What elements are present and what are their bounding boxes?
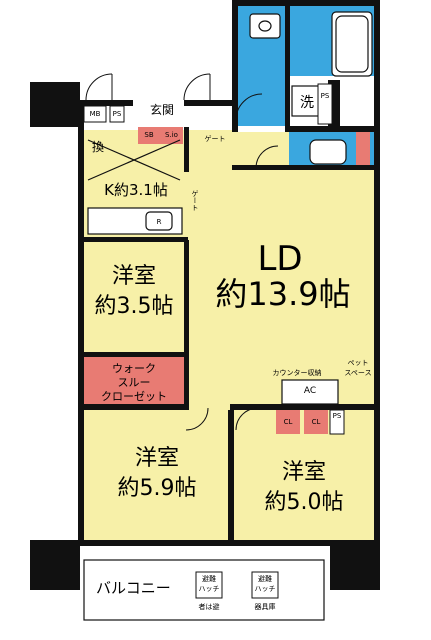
cl2-label: CL <box>311 418 321 426</box>
sb-label: SB <box>144 131 154 139</box>
closet-1 <box>276 410 300 434</box>
shoe-box <box>138 127 183 144</box>
western2-label: 洋室 <box>134 446 179 471</box>
wash-label: 洗 <box>300 95 314 111</box>
wic-line1: ウォーク <box>112 362 156 375</box>
ac-label: AC <box>303 386 317 396</box>
closet-2 <box>304 410 328 434</box>
gate1-label: ゲート <box>204 135 226 143</box>
western2-area: 約5.9帖 <box>117 476 197 501</box>
gate2-label: ゲート <box>191 190 199 211</box>
hatch-left-bottom: 者は避 <box>198 603 220 611</box>
western1-label: 洋室 <box>111 264 156 289</box>
western-room-1[interactable] <box>84 240 186 355</box>
western3-area: 約5.0帖 <box>264 490 344 515</box>
wic-line2: スルー <box>117 376 151 389</box>
ld-area: 約13.9帖 <box>215 275 351 313</box>
corridor <box>186 130 232 170</box>
pet-space-label: ペット スペース <box>344 359 372 377</box>
ps2-label: PS <box>332 412 342 420</box>
walk-through-closet[interactable] <box>84 357 184 408</box>
wic-line3: クローゼット <box>101 390 167 403</box>
sio-label: S.io <box>165 131 178 139</box>
western3-label: 洋室 <box>281 460 326 485</box>
western1-area: 約3.5帖 <box>94 294 174 319</box>
hatch-right-bottom: 器具庫 <box>254 603 276 611</box>
balcony-label: バルコニー <box>96 579 171 597</box>
r-label: R <box>156 218 162 226</box>
kitchen-vent-label: 換 <box>91 140 104 154</box>
cl1-label: CL <box>283 418 293 426</box>
kitchen-label: K約3.1帖 <box>104 181 168 199</box>
ps-label: PS <box>112 110 122 118</box>
entrance-label: 玄関 <box>149 103 174 117</box>
mb-label: MB <box>89 110 101 118</box>
ld-label: LD <box>257 239 303 279</box>
western-room-2[interactable] <box>84 410 232 542</box>
counter-storage-label: カウンター収納 <box>272 369 322 377</box>
hatch-right-top: 避難 ハッチ <box>254 575 276 593</box>
hatch-left-top: 避難 ハッチ <box>198 575 220 593</box>
ps3-label: PS <box>320 92 330 100</box>
pipe-space-red <box>356 130 370 166</box>
